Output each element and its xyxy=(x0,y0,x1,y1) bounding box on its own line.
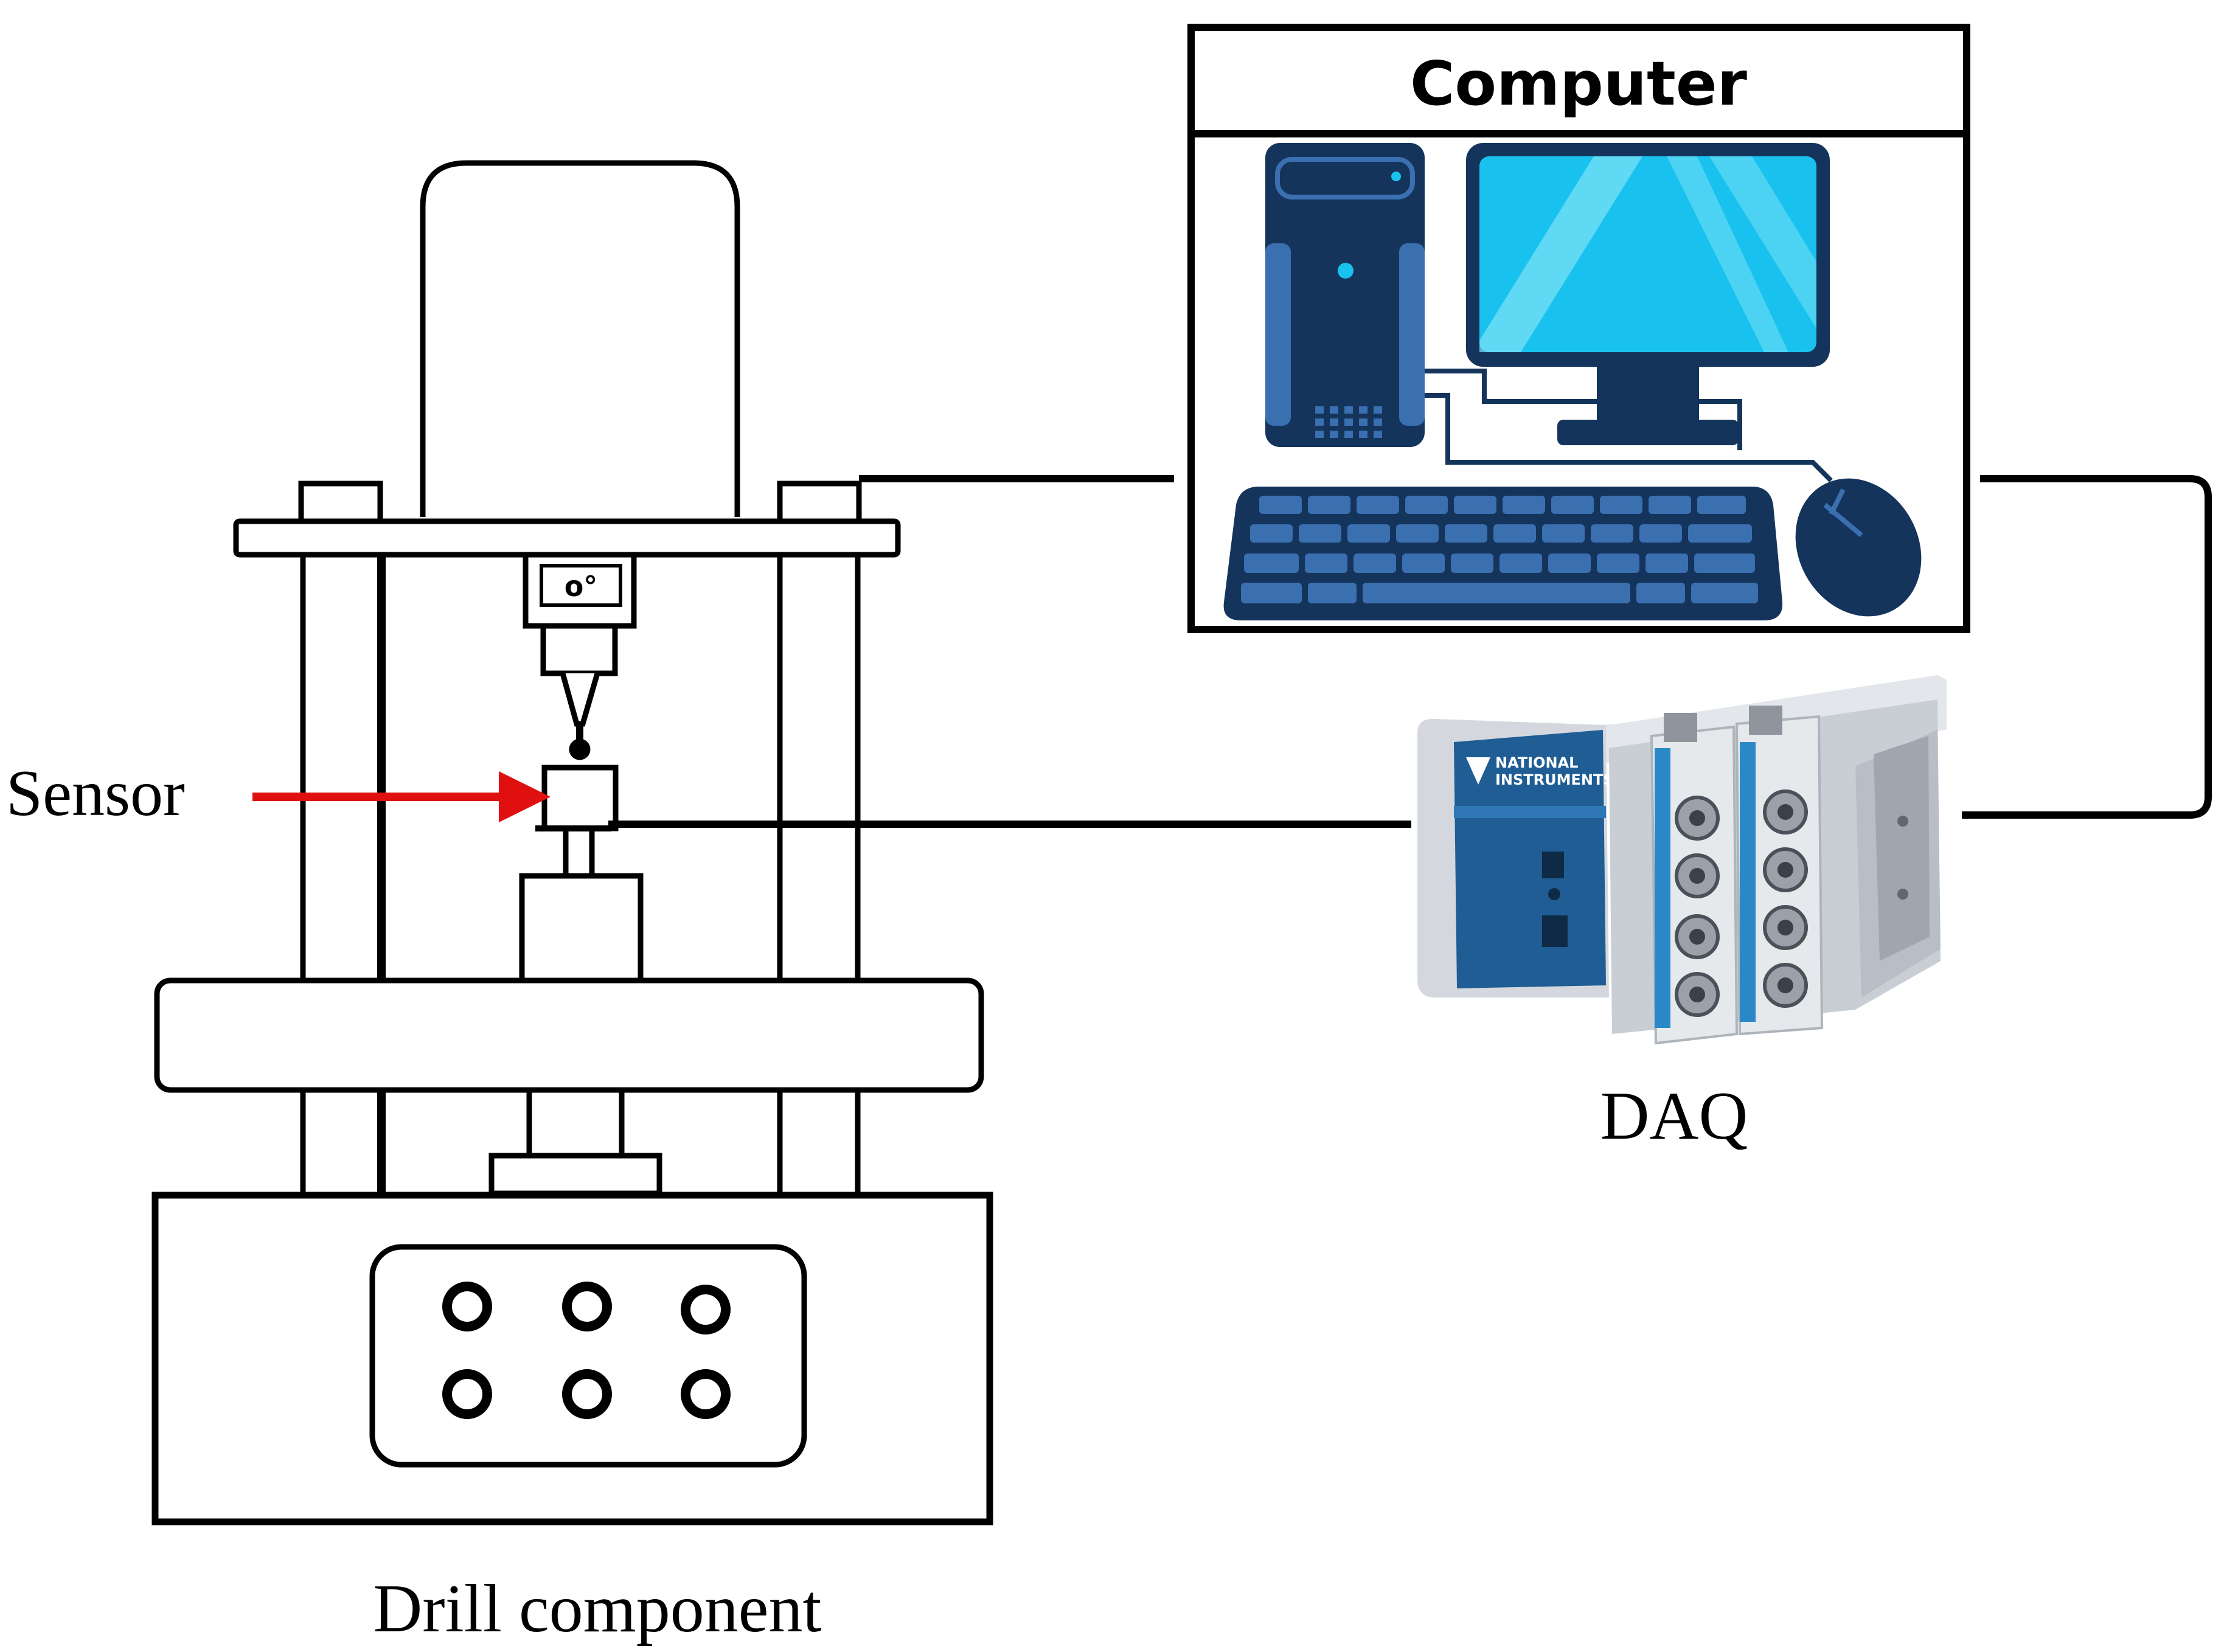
computer-title: Computer xyxy=(1410,48,1748,119)
pc-mouse xyxy=(1795,478,1922,617)
knob xyxy=(562,1369,612,1419)
daq-ethernet-port xyxy=(1542,915,1568,947)
pc-tower-drive-slot xyxy=(1275,157,1415,200)
knob xyxy=(442,1369,492,1419)
spindle-label-glyph: o° xyxy=(565,570,598,603)
cables xyxy=(608,475,2212,828)
workpiece-holder xyxy=(519,873,644,984)
pc-power-button xyxy=(1338,263,1354,279)
knob xyxy=(562,1282,612,1331)
control-knobs xyxy=(442,1282,731,1419)
knob xyxy=(442,1282,492,1331)
drill-bit xyxy=(560,672,600,727)
pc-monitor-neck xyxy=(1597,367,1699,423)
drill-component-label: Drill component xyxy=(373,1571,821,1647)
sensor-label: Sensor xyxy=(6,757,185,830)
pc-monitor-stand xyxy=(1557,420,1739,445)
drill-chuck xyxy=(540,623,618,676)
middle-table xyxy=(154,977,984,1093)
knob xyxy=(681,1285,731,1334)
sensor-block xyxy=(541,765,619,831)
drill-component: o° xyxy=(151,160,993,1525)
bnc-connectors xyxy=(1675,790,1808,1017)
sensor-arrow xyxy=(252,771,551,822)
pc-tower xyxy=(1265,143,1425,447)
left-column-cap xyxy=(298,481,383,524)
top-crossbar xyxy=(233,518,901,558)
desktop-computer-icon xyxy=(1223,143,1922,620)
right-column-cap xyxy=(777,481,862,524)
knob xyxy=(681,1369,731,1419)
lower-plate xyxy=(488,1153,662,1196)
daq-controller-panel xyxy=(1454,730,1606,988)
drill-motor-housing xyxy=(420,160,740,517)
svg-text:NATIONAL: NATIONAL xyxy=(1495,754,1578,771)
drill-bit-point xyxy=(569,738,591,760)
daq-chassis-icon: NATIONAL INSTRUMENTS xyxy=(1417,675,1947,1045)
svg-text:INSTRUMENTS: INSTRUMENTS xyxy=(1495,771,1614,788)
spindle-label-plate xyxy=(540,564,622,607)
daq-brand-label: NATIONAL INSTRUMENTS xyxy=(1495,754,1614,788)
cable-computer-to-daq xyxy=(1962,475,2212,819)
daq-usb-port xyxy=(1542,852,1564,878)
computer-box: Computer xyxy=(1187,24,1970,633)
daq-label: DAQ xyxy=(1600,1078,1748,1154)
control-panel xyxy=(369,1244,807,1468)
